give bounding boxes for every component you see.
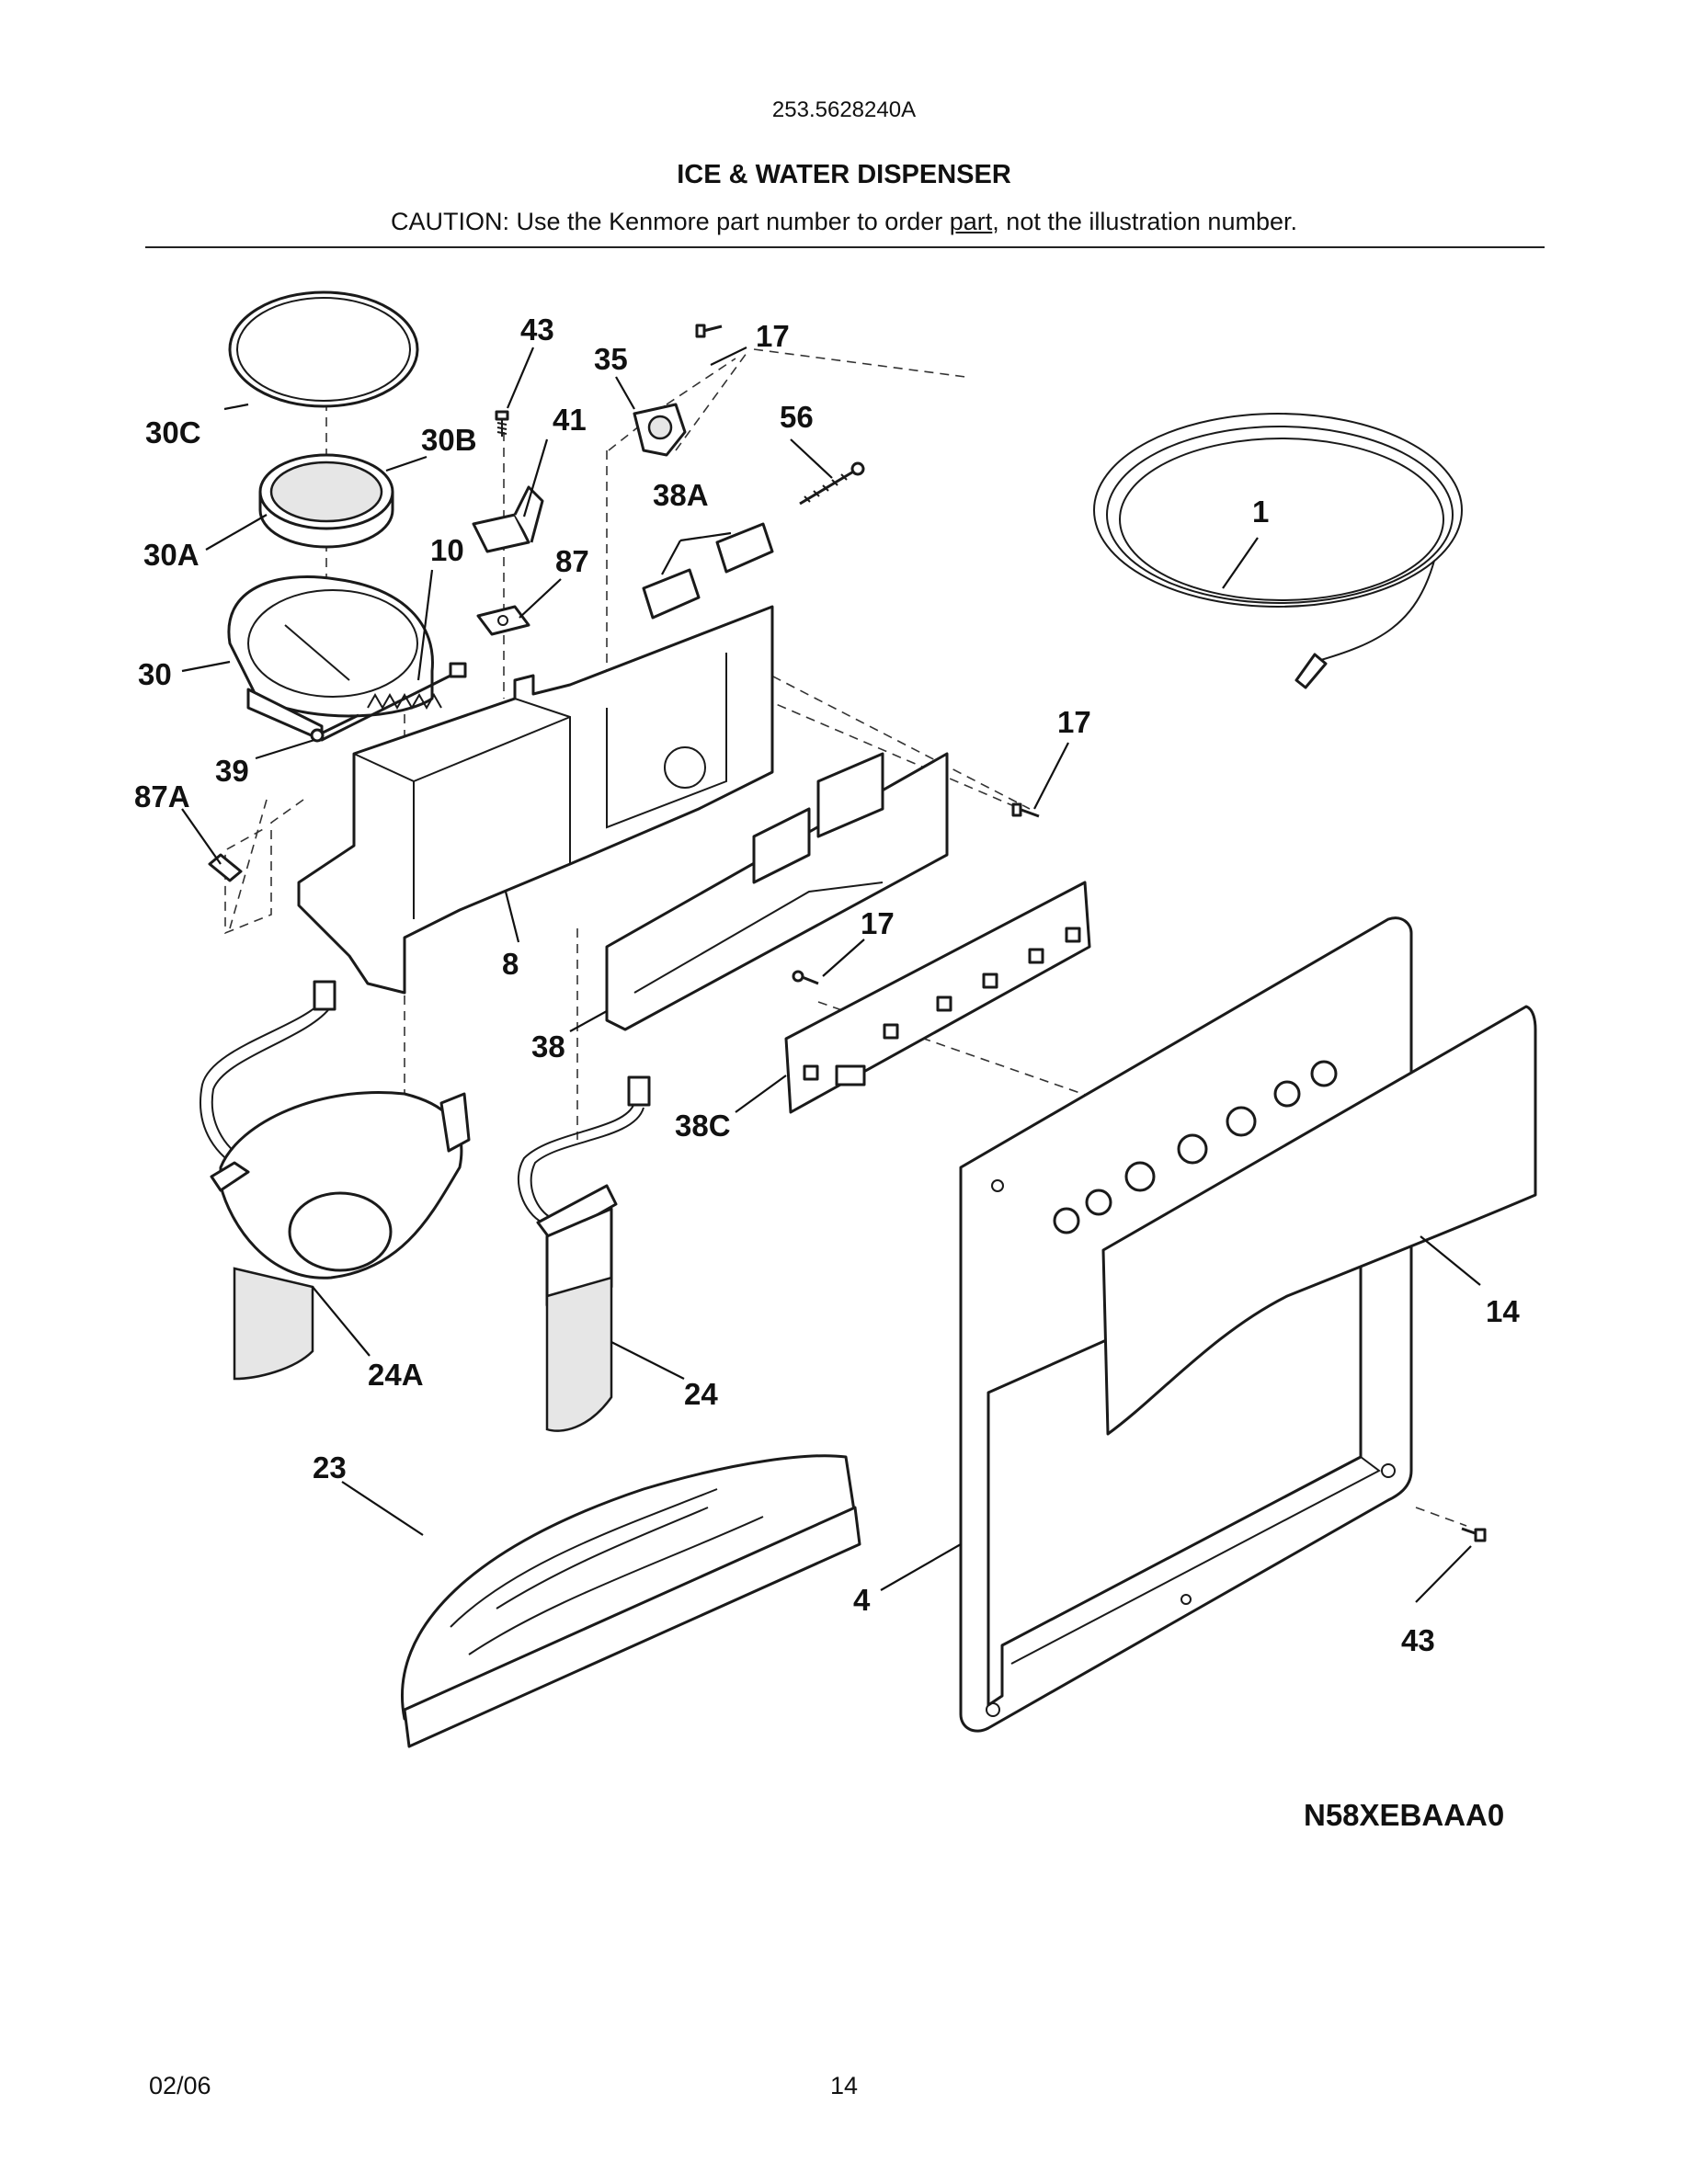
- callout-38c: 38C: [675, 1109, 731, 1143]
- part-30c-gasket: [228, 290, 419, 408]
- callout-14: 14: [1486, 1294, 1520, 1328]
- part-87a-plate: [208, 853, 243, 882]
- callout-30a: 30A: [143, 538, 200, 572]
- caution-note: CAUTION: Use the Kenmore part number to …: [0, 208, 1688, 236]
- callout-8: 8: [502, 947, 519, 981]
- callout-87: 87: [555, 544, 589, 578]
- callout-17-top: 17: [756, 319, 790, 353]
- callout-leader-lines: [181, 347, 1481, 1603]
- callout-labels: 43 35 17 30C 30B 41 56 38A 1 30A 10 87 3…: [134, 313, 1520, 1657]
- part-38a-switches: [642, 522, 774, 620]
- part-87-plate: [476, 605, 530, 636]
- callout-39: 39: [215, 754, 249, 788]
- part-30-housing: [227, 575, 434, 742]
- part-30a-lens: [258, 453, 394, 549]
- part-17-screw-board: [792, 970, 819, 985]
- page-title: ICE & WATER DISPENSER: [677, 160, 1011, 189]
- part-1-tubing: [1093, 413, 1463, 689]
- part-38c-switch-board: [784, 881, 1091, 1114]
- callout-24: 24: [684, 1377, 718, 1411]
- part-39-rod: [310, 713, 359, 743]
- part-23-drip-tray: [401, 1454, 861, 1748]
- part-56-screw: [799, 461, 865, 506]
- caution-suffix: , not the illustration number.: [992, 208, 1297, 235]
- callout-17-mid: 17: [1057, 705, 1091, 739]
- part-17-screw-right: [1011, 802, 1040, 818]
- footer-date: 02/06: [149, 2072, 211, 2099]
- callout-87a: 87A: [134, 779, 190, 813]
- callout-30b: 30B: [421, 423, 477, 457]
- callout-38a: 38A: [653, 478, 709, 512]
- callout-4: 4: [853, 1583, 871, 1617]
- footer-page-number: 14: [829, 2072, 859, 2099]
- header-divider: [145, 246, 1545, 248]
- part-24a-ice-flap: [200, 980, 471, 1381]
- callout-56: 56: [780, 400, 814, 434]
- callout-23: 23: [313, 1450, 347, 1484]
- callout-17-board: 17: [861, 906, 895, 940]
- diagram-code: N58XEBAAA0: [1304, 1798, 1505, 1832]
- part-17-screw-top: [695, 324, 723, 338]
- callout-24a: 24A: [368, 1358, 424, 1392]
- part-38-control-board: [605, 752, 949, 1031]
- part-10-spring: [321, 662, 467, 742]
- part-43-screw-top: [495, 410, 509, 437]
- callout-30: 30: [138, 657, 172, 691]
- part-8-chute-housing: [297, 605, 774, 995]
- model-number: 253.5628240A: [771, 97, 917, 122]
- callout-41: 41: [553, 403, 587, 437]
- callout-43-top: 43: [520, 313, 554, 347]
- callout-30c: 30C: [145, 415, 201, 449]
- callout-1: 1: [1252, 495, 1269, 529]
- caution-underlined-word: part: [949, 208, 993, 235]
- callout-35: 35: [594, 342, 628, 376]
- callout-38: 38: [531, 1029, 565, 1064]
- part-43-screw-bottom: [1461, 1527, 1487, 1542]
- part-41-bracket: [472, 485, 544, 553]
- caution-prefix: CAUTION: Use the Kenmore part number to …: [391, 208, 950, 235]
- part-14-panel-cover: [1101, 1005, 1537, 1436]
- part-24-water-flap: [517, 1075, 651, 1432]
- part-35-switch: [633, 403, 687, 457]
- callout-10: 10: [430, 533, 464, 567]
- callout-43-bottom: 43: [1401, 1623, 1435, 1657]
